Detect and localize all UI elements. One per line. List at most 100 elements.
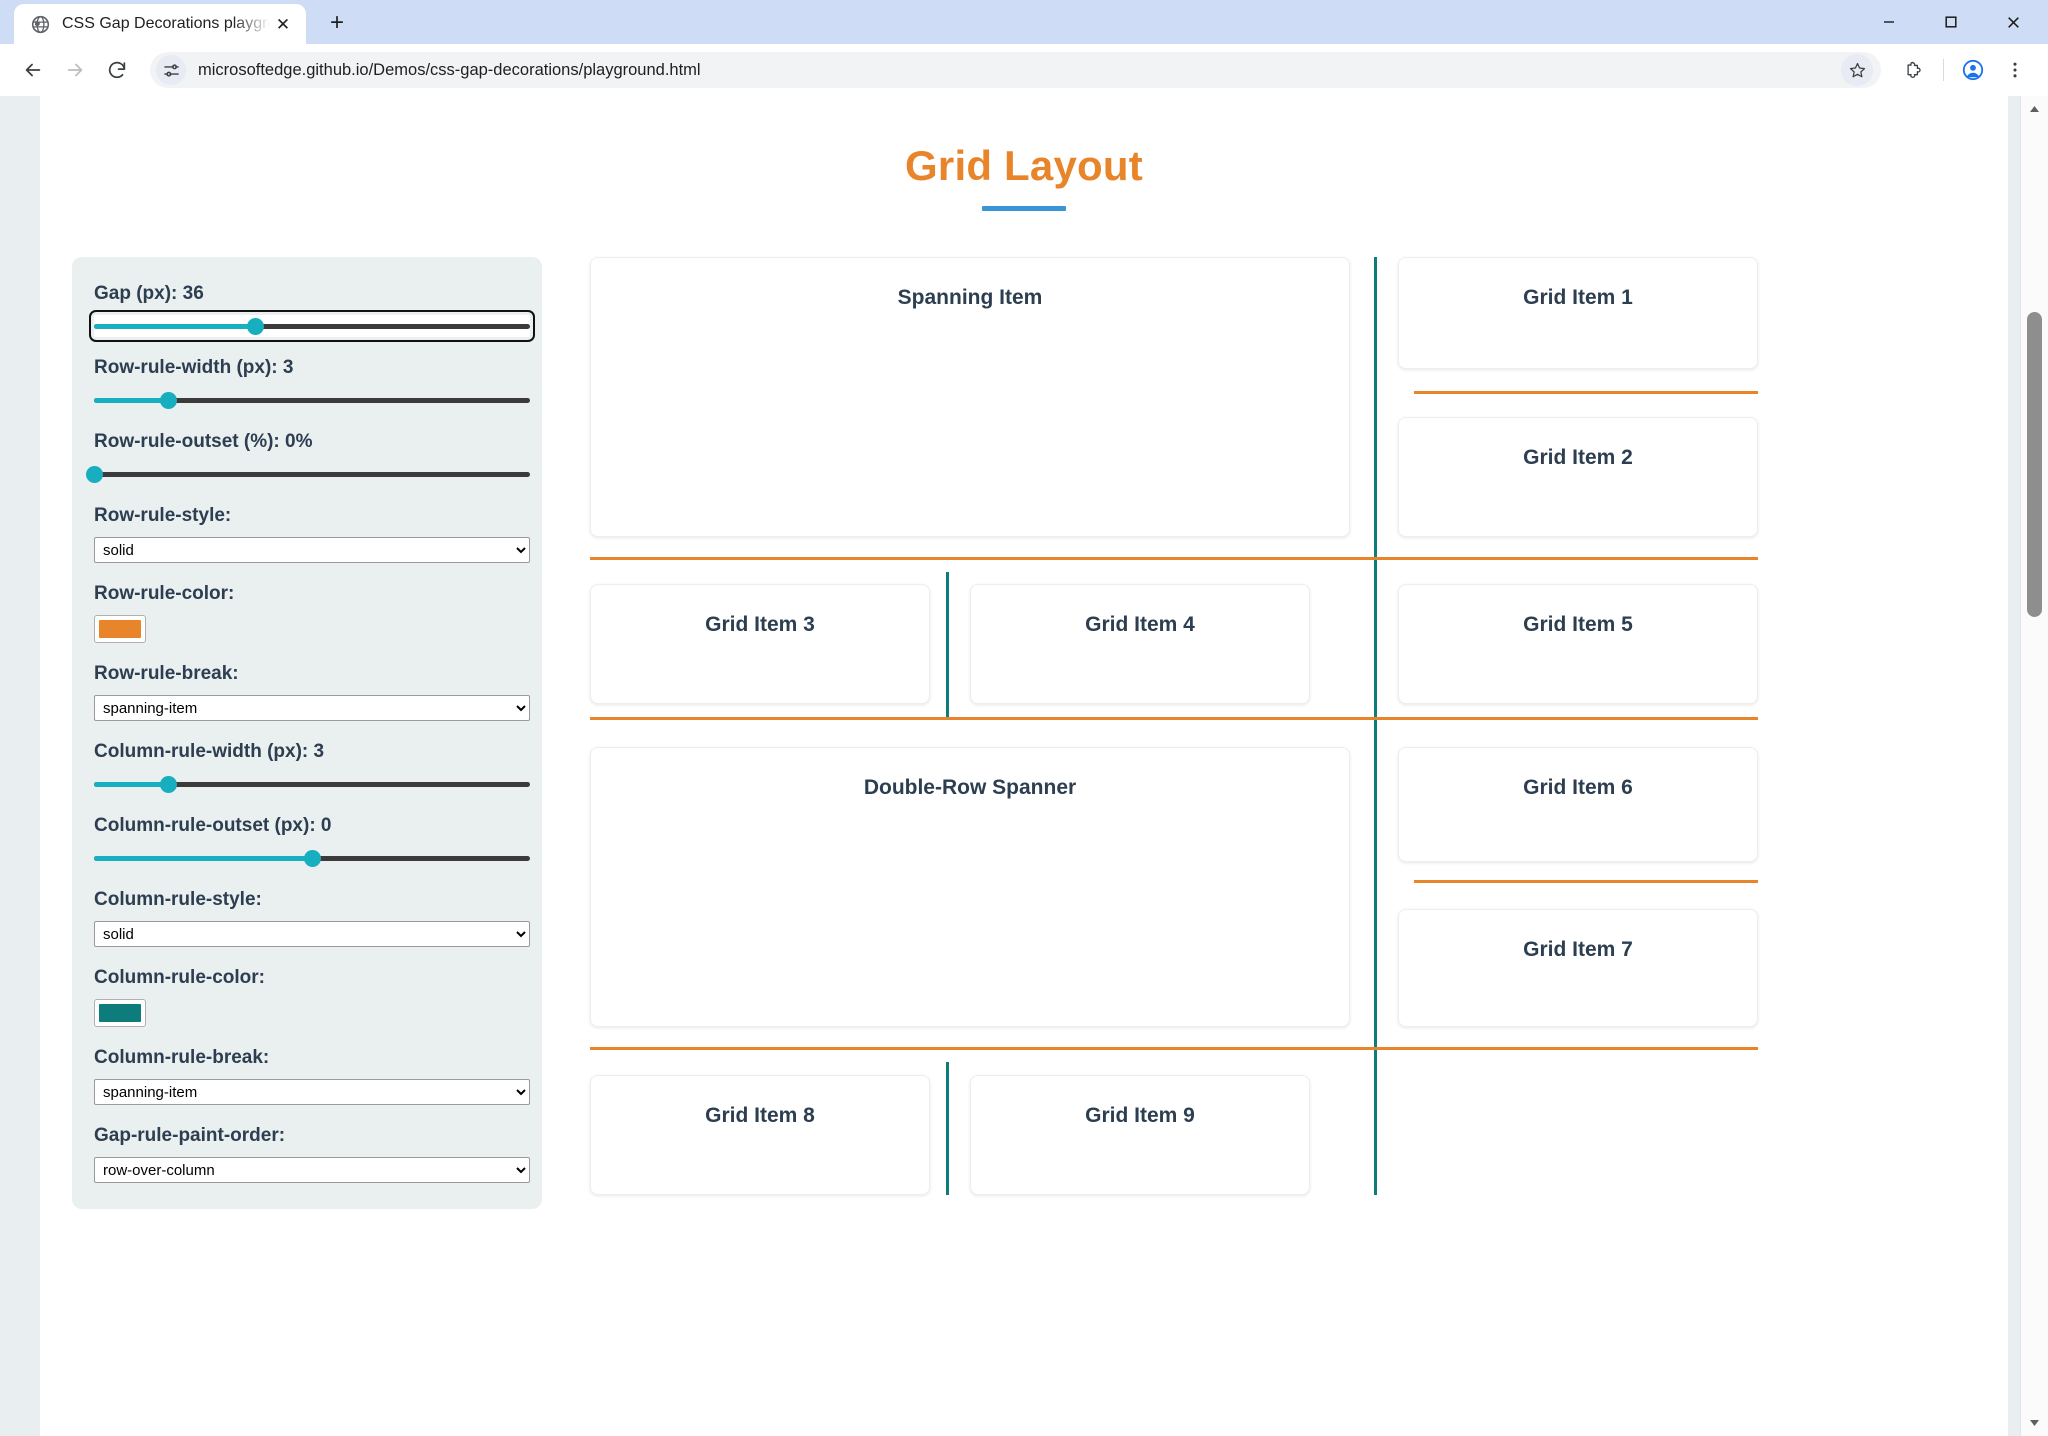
control-column-rule-style: Column-rule-style: solid: [94, 889, 530, 947]
page-title: Grid Layout: [905, 142, 1143, 189]
select-column-rule-style[interactable]: solid: [94, 921, 530, 947]
grid-cell: Grid Item 1: [1398, 257, 1758, 369]
grid-cell: Grid Item 7: [1398, 909, 1758, 1027]
scroll-up-icon[interactable]: [2021, 96, 2048, 122]
select-row-rule-style[interactable]: solid: [94, 537, 530, 563]
slider-track: [94, 398, 530, 403]
control-label-column-rule-style: Column-rule-style:: [94, 889, 262, 910]
row-rule: [590, 717, 1758, 720]
slider-row-rule-outset[interactable]: [86, 463, 530, 485]
grid-cell-label: Grid Item 9: [1085, 1104, 1195, 1127]
slider-column-rule-outset[interactable]: [94, 847, 530, 869]
scrollbar-track[interactable]: [2021, 122, 2048, 1410]
grid-cell-label: Grid Item 6: [1523, 776, 1633, 799]
row-rule: [590, 557, 1758, 560]
control-column-rule-break: Column-rule-break: spanning-item: [94, 1047, 530, 1105]
scroll-down-icon[interactable]: [2021, 1410, 2048, 1436]
grid-cell-label: Grid Item 8: [705, 1104, 815, 1127]
control-label-row-rule-break: Row-rule-break:: [94, 663, 239, 684]
control-label-column-rule-outset: Column-rule-outset (px): 0: [94, 815, 332, 836]
grid-cell: Grid Item 9: [970, 1075, 1310, 1195]
toolbar-divider: [1943, 59, 1944, 81]
slider-thumb[interactable]: [86, 466, 103, 483]
reload-button[interactable]: [98, 51, 136, 89]
forward-button[interactable]: [56, 51, 94, 89]
controls-panel: Gap (px): 36 Row-rule-width (px): 3 Row-ru…: [72, 257, 542, 1209]
column-rule: [946, 1062, 949, 1195]
grid-cell: Grid Item 5: [1398, 584, 1758, 704]
grid-cell-label: Double-Row Spanner: [863, 776, 1077, 799]
slider-thumb[interactable]: [160, 392, 178, 409]
maximize-icon[interactable]: [1920, 0, 1982, 44]
grid-cell: Grid Item 8: [590, 1075, 930, 1195]
select-row-rule-break[interactable]: spanning-item: [94, 695, 530, 721]
slider-column-rule-width[interactable]: [94, 773, 530, 795]
slider-thumb[interactable]: [304, 850, 321, 867]
control-label-row-rule-style: Row-rule-style:: [94, 505, 232, 526]
control-gap-rule-paint-order: Gap-rule-paint-order: row-over-column: [94, 1125, 530, 1183]
control-column-rule-width: Column-rule-width (px): 3: [94, 741, 530, 795]
close-window-icon[interactable]: [1982, 0, 2044, 44]
slider-track: [94, 472, 530, 477]
control-row-rule-style: Row-rule-style: solid: [94, 505, 530, 563]
close-icon[interactable]: ✕: [275, 14, 291, 34]
control-row-rule-break: Row-rule-break: spanning-item: [94, 663, 530, 721]
grid-cell-label: Grid Item 3: [705, 613, 815, 636]
slider-fill: [94, 398, 169, 403]
grid-cell: Grid Item 2: [1398, 417, 1758, 537]
row-rule: [1414, 391, 1758, 394]
control-row-rule-color: Row-rule-color:: [94, 583, 520, 643]
back-button[interactable]: [14, 51, 52, 89]
browser-titlebar: CSS Gap Decorations playgroun ✕ +: [0, 0, 2048, 44]
page-layout: Gap (px): 36 Row-rule-width (px): 3 Row-ru…: [40, 211, 2008, 1209]
slider-thumb[interactable]: [160, 776, 178, 793]
star-icon[interactable]: [1841, 54, 1873, 86]
account-icon[interactable]: [1954, 51, 1992, 89]
control-label-column-rule-break: Column-rule-break:: [94, 1047, 270, 1068]
select-gap-rule-paint-order[interactable]: row-over-column: [94, 1157, 530, 1183]
row-rule: [1414, 880, 1758, 883]
control-gap: Gap (px): 36: [89, 283, 535, 342]
control-column-rule-color: Column-rule-color:: [94, 967, 520, 1027]
puzzle-icon[interactable]: [1895, 51, 1933, 89]
control-label-column-rule-width: Column-rule-width (px): 3: [94, 741, 325, 762]
grid-cell-label: Grid Item 2: [1523, 446, 1633, 469]
slider-row-rule-width[interactable]: [94, 389, 530, 411]
grid-cell: Double-Row Spanner: [590, 747, 1350, 1027]
more-vertical-icon[interactable]: [1996, 51, 2034, 89]
scrollbar-thumb[interactable]: [2027, 312, 2042, 617]
control-label-row-rule-width: Row-rule-width (px): 3: [94, 357, 294, 378]
slider-fill: [94, 324, 256, 329]
control-label-row-rule-color: Row-rule-color:: [94, 583, 235, 604]
slider-fill: [94, 782, 169, 787]
window-controls: [1858, 0, 2048, 44]
slider-thumb[interactable]: [247, 318, 265, 335]
control-label-row-rule-outset: Row-rule-outset (%): 0%: [94, 431, 313, 452]
color-swatch-fill: [99, 1004, 141, 1022]
grid-cell-label: Grid Item 7: [1523, 938, 1633, 961]
page-header: Grid Layout: [40, 96, 2008, 211]
color-swatch-column-rule-color[interactable]: [94, 999, 146, 1027]
page-viewport: Grid Layout Gap (px): 36 Row-rule-width (…: [0, 96, 2048, 1436]
grid-cell-label: Grid Item 5: [1523, 613, 1633, 636]
page-scrollbar[interactable]: [2020, 96, 2048, 1436]
new-tab-button[interactable]: +: [329, 9, 344, 36]
minimize-icon[interactable]: [1858, 0, 1920, 44]
slider-track: [94, 782, 530, 787]
grid-cell: Spanning Item: [590, 257, 1350, 537]
slider-gap[interactable]: [89, 310, 535, 342]
grid-cell-label: Spanning Item: [897, 286, 1043, 309]
page-content: Grid Layout Gap (px): 36 Row-rule-width (…: [40, 96, 2008, 1436]
color-swatch-fill: [99, 620, 141, 638]
color-swatch-row-rule-color[interactable]: [94, 615, 146, 643]
browser-tab[interactable]: CSS Gap Decorations playgroun ✕: [14, 4, 306, 44]
select-column-rule-break[interactable]: spanning-item: [94, 1079, 530, 1105]
title-underline: [982, 206, 1066, 211]
control-label-gap-rule-paint-order: Gap-rule-paint-order:: [94, 1125, 286, 1146]
control-label-gap: Gap (px): 36: [94, 283, 204, 304]
control-row-rule-outset: Row-rule-outset (%): 0%: [86, 431, 530, 485]
permissions-icon[interactable]: [156, 55, 186, 85]
address-bar[interactable]: microsoftedge.github.io/Demos/css-gap-de…: [150, 52, 1881, 88]
slider-track: [94, 324, 530, 329]
